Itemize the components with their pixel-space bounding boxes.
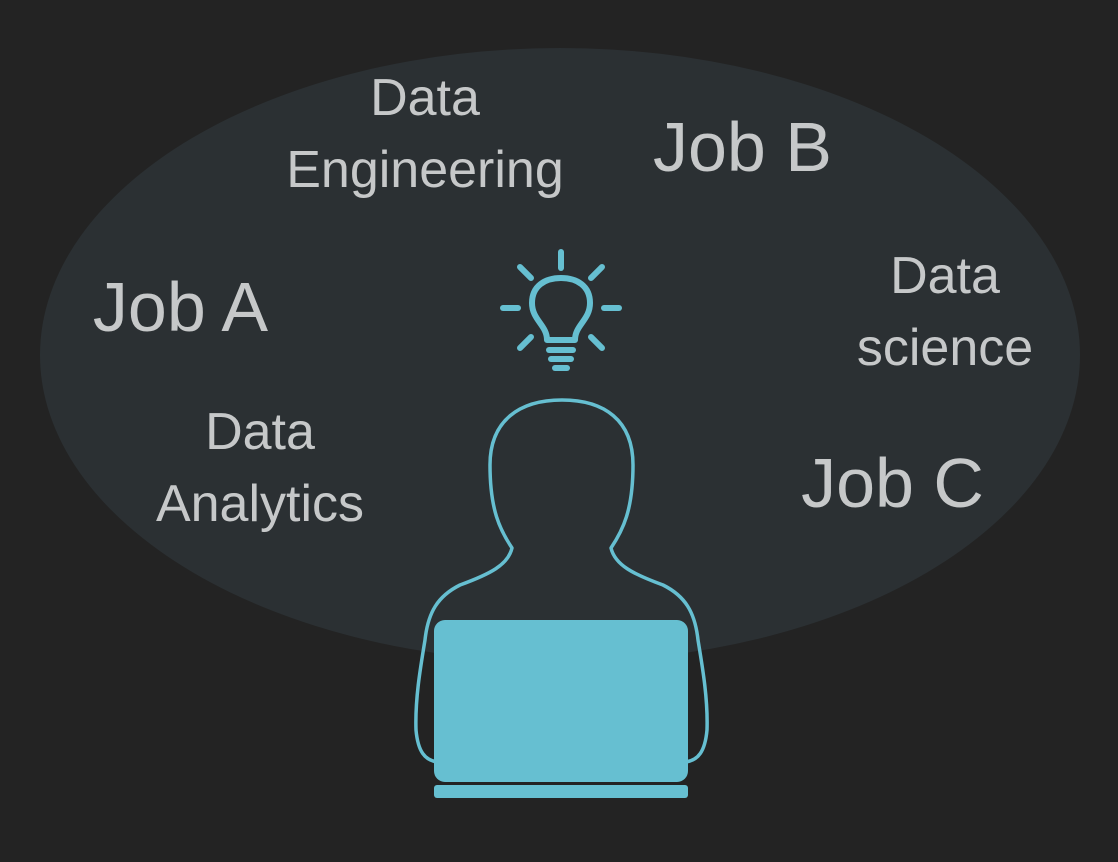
thought-bubble — [40, 48, 1080, 662]
label-data-engineering: Data Engineering — [250, 62, 600, 206]
label-job-c: Job C — [801, 444, 984, 522]
lightbulb-icon — [500, 249, 622, 371]
label-job-a: Job A — [92, 268, 269, 346]
person-at-laptop-icon — [414, 398, 709, 798]
label-data-analytics: Data Analytics — [120, 396, 400, 540]
label-data-analytics-line-2: Analytics — [155, 475, 365, 533]
label-data-engineering-line-1: Data — [370, 69, 480, 127]
laptop-base — [434, 785, 688, 798]
label-data-analytics-line-1: Data — [205, 403, 315, 461]
label-data-science-line-1: Data — [890, 247, 1000, 305]
label-data-science-line-2: science — [856, 319, 1034, 377]
laptop-screen — [434, 620, 688, 782]
label-data-science: Data science — [820, 240, 1070, 384]
label-data-engineering-line-2: Engineering — [286, 141, 564, 199]
label-job-b: Job B — [653, 108, 832, 186]
